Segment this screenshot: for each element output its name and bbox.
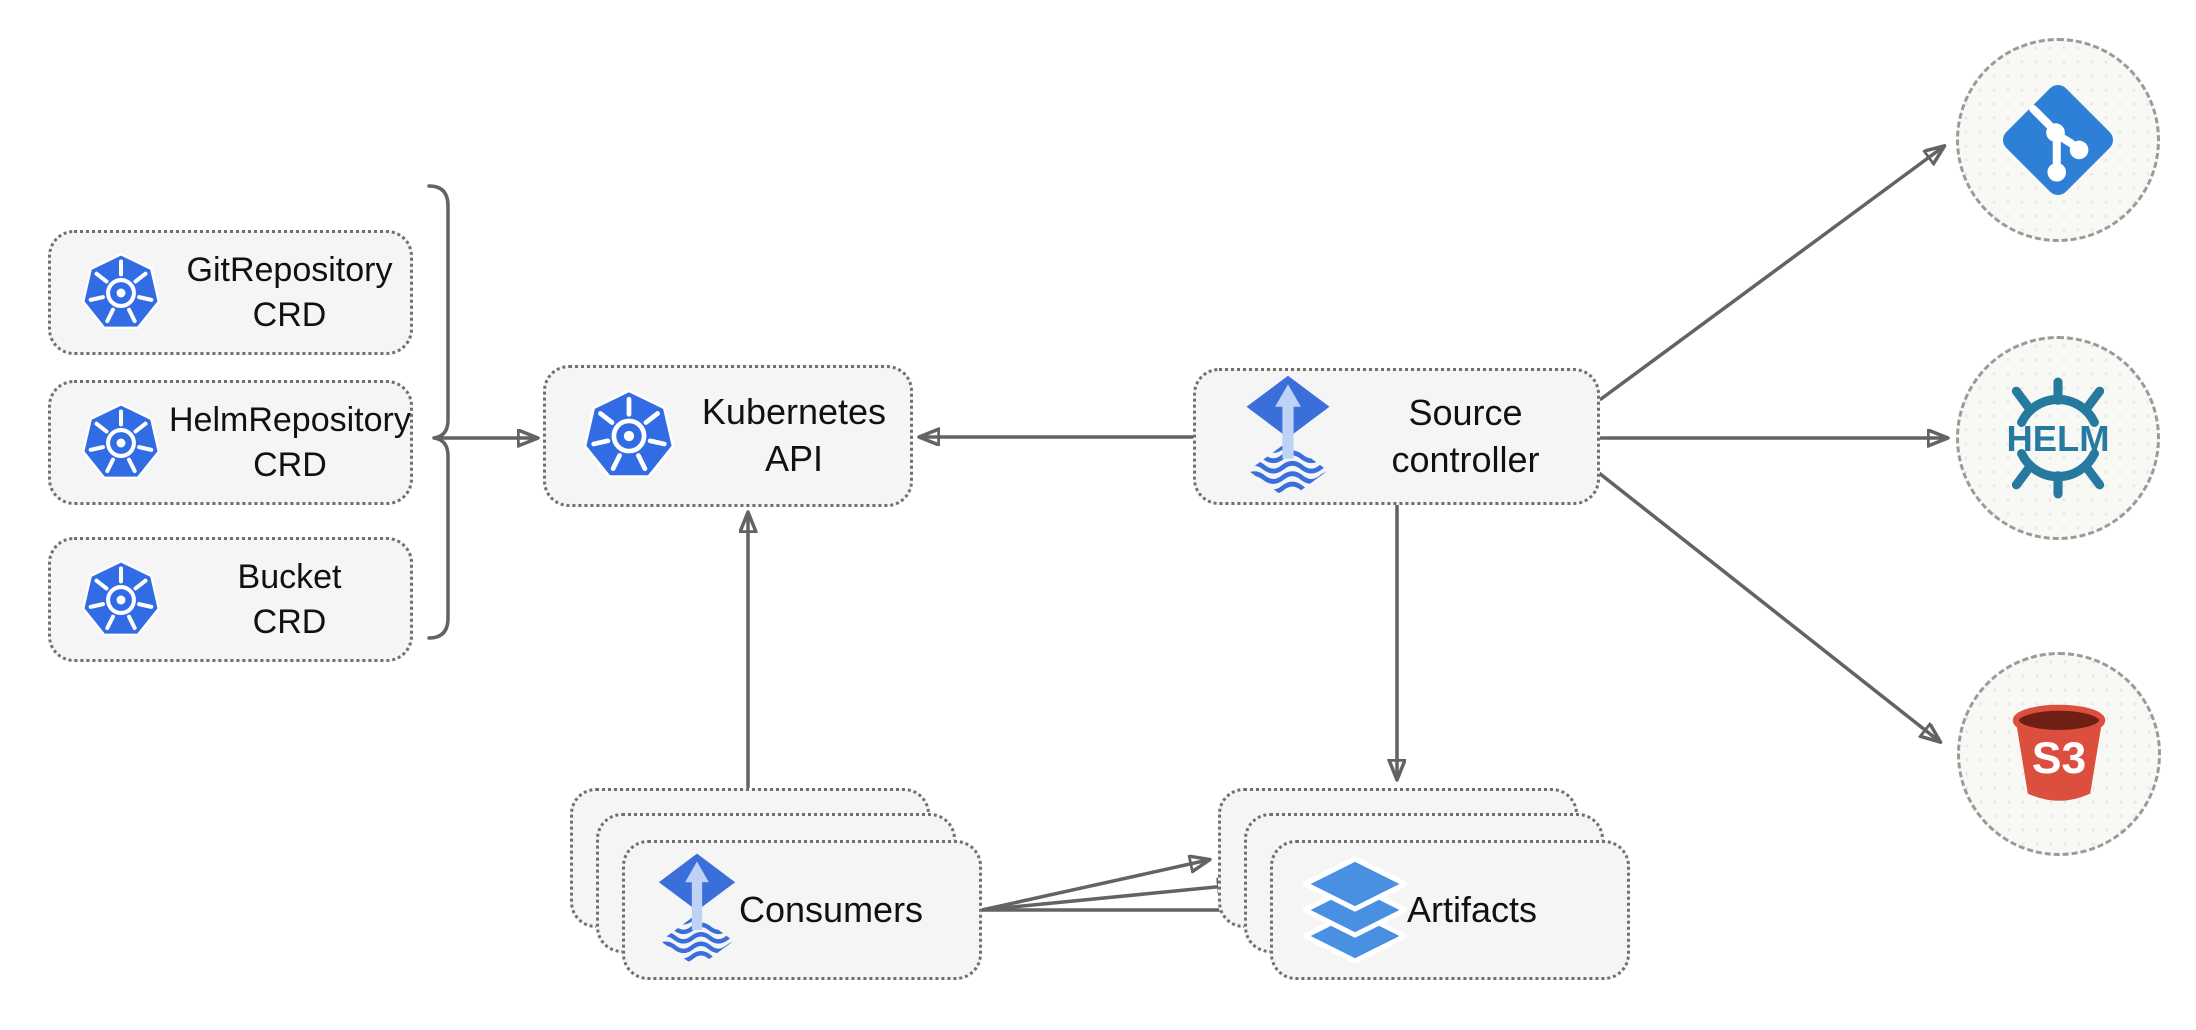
s3-icon-text: S3 [2032, 734, 2086, 783]
layers-icon [1303, 856, 1407, 964]
s3-bucket-icon: S3 [2012, 704, 2106, 801]
endpoint-git [1956, 38, 2160, 242]
node-label: Artifacts [1407, 889, 1538, 930]
kubernetes-icon [583, 389, 675, 479]
kubernetes-icon [81, 402, 161, 479]
helm-icon: HELM [2006, 377, 2110, 499]
flux-icon [658, 853, 736, 963]
crd-group-bracket [427, 184, 450, 640]
endpoint-s3: S3 [1957, 652, 2161, 856]
arrow-consumers-to-artifacts-1 [980, 860, 1208, 912]
node-label: Consumers [739, 889, 924, 930]
git-icon [2002, 84, 2114, 196]
helm-icon-text: HELM [2006, 418, 2109, 459]
arrow-consumers-to-artifacts-2 [980, 885, 1236, 912]
node-consumers: Consumers [622, 840, 982, 980]
node-kubernetes-api: Kubernetes API [543, 365, 913, 507]
arrow-source-controller-to-git [1599, 147, 1943, 401]
arrow-source-controller-to-s3 [1597, 471, 1939, 741]
node-label: Kubernetes API [701, 391, 887, 479]
kubernetes-icon [81, 252, 161, 329]
kubernetes-icon [81, 559, 161, 636]
endpoint-helm: HELM [1956, 336, 2160, 540]
node-artifacts: Artifacts [1270, 840, 1630, 980]
flux-icon [1246, 375, 1330, 494]
